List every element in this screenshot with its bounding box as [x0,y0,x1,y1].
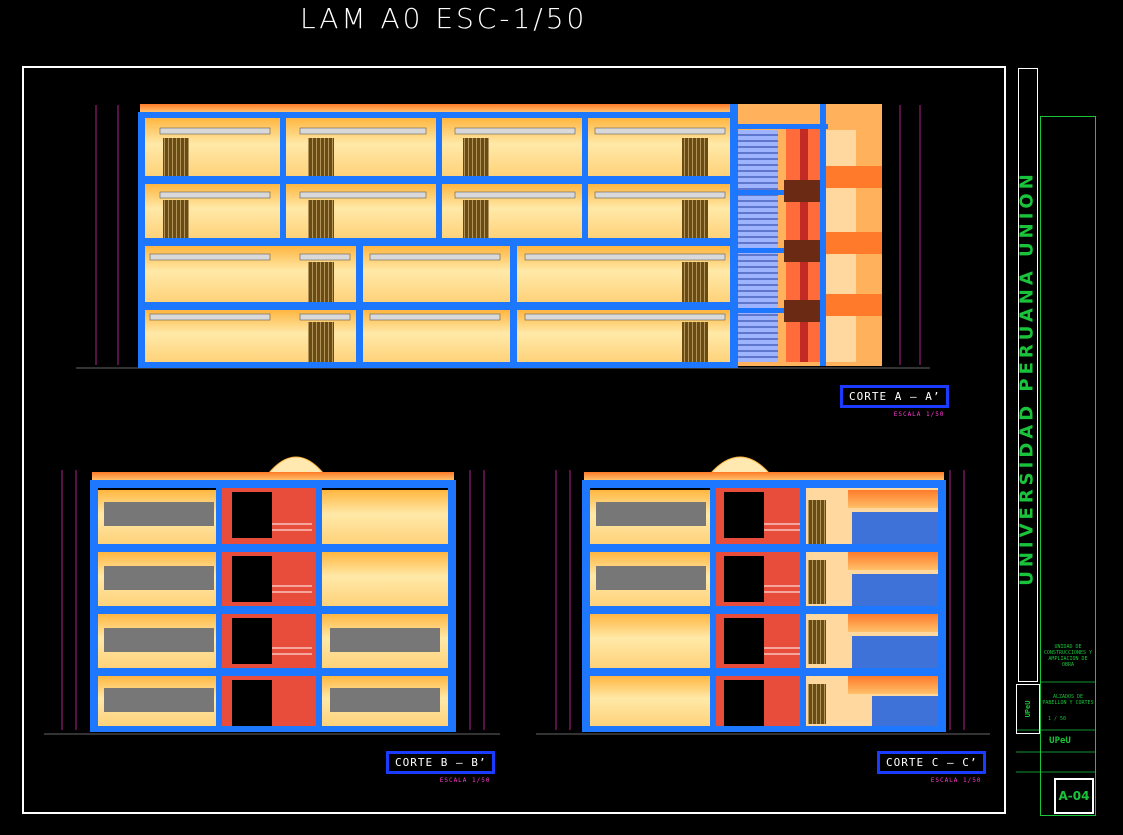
section-b-drawing [44,456,500,735]
section-a-drawing [76,104,930,369]
titleblock-sheet-code: A-04 [1054,778,1094,814]
brand-small-box: UPeU [1016,684,1040,734]
brand-small-text: UPeU [1024,700,1032,718]
drawing-frame [22,66,1006,814]
sheet-title: LAM A0 ESC-1/50 [300,2,588,35]
section-b-boards [104,502,440,712]
section-a-tag: CORTE A – A’ ESCALA 1/50 [840,385,950,418]
section-b-scale: ESCALA 1/50 [439,777,491,784]
section-b-label: CORTE B – B’ [395,756,487,769]
section-a-stair-block [738,104,882,366]
brand-vertical-text: UNIVERSIDAD PERUANA UNION [1016,170,1038,586]
brand-band [1018,68,1038,682]
section-a-windows [149,127,726,321]
title-block [1040,116,1096,816]
section-a-scale: ESCALA 1/50 [893,411,945,418]
section-c-scale: ESCALA 1/50 [930,777,982,784]
titleblock-unit: UNIDAD DE CONSTRUCCIONES Y AMPLIACION DE… [1043,644,1093,668]
titleblock-sheet-desc: ALZADOS DE PABELLON Y CORTES [1042,694,1094,706]
titleblock-logo: UPeU [1049,736,1071,746]
section-c-label: CORTE C – C’ [886,756,978,769]
titleblock-lines [1016,681,1096,773]
section-a-doors [163,138,708,362]
section-b-rooms [98,486,448,726]
titleblock-scale: 1 / 50 [1047,716,1067,722]
section-c-tag: CORTE C – C’ ESCALA 1/50 [877,751,987,784]
section-c-drawing [536,456,990,735]
section-a-label: CORTE A – A’ [849,390,941,403]
section-a-slabs [138,104,738,368]
section-b-tag: CORTE B – B’ ESCALA 1/50 [386,751,496,784]
